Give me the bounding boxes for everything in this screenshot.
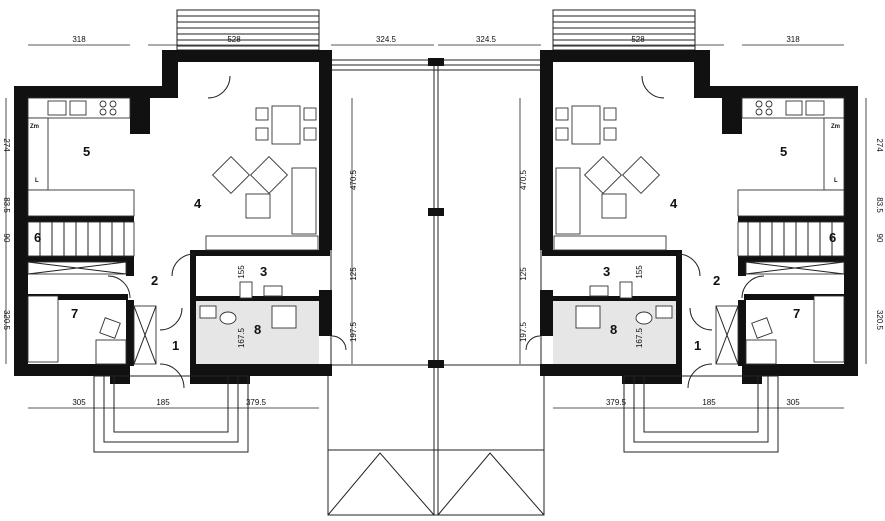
bedroom-furniture	[27, 295, 127, 365]
dim-bottom-6: 305	[786, 398, 800, 407]
carport	[327, 58, 545, 516]
dim-side-3: 90	[875, 234, 884, 243]
stairs	[737, 221, 845, 257]
room-label-5: 5	[780, 144, 787, 159]
dim-interior-5: 167.5	[635, 327, 644, 348]
appliance-label: L	[35, 178, 39, 184]
dim-bottom-3: 379.5	[246, 398, 267, 407]
kitchen	[737, 97, 845, 217]
dim-interior-2: 125	[519, 267, 528, 281]
door-swings	[107, 75, 347, 389]
dim-interior-3: 197.5	[519, 321, 528, 342]
dim-bottom-4: 379.5	[606, 398, 627, 407]
room-label-3: 3	[603, 264, 610, 279]
dining-set	[255, 105, 317, 145]
appliance-label: L	[834, 178, 838, 184]
dim-top-5: 528	[631, 35, 645, 44]
room-label-3: 3	[260, 264, 267, 279]
dim-side-1: 274	[2, 138, 11, 152]
room-label-1: 1	[172, 338, 179, 353]
dim-side-2: 83.5	[2, 197, 11, 213]
room-label-8: 8	[610, 322, 617, 337]
room-label-2: 2	[151, 273, 158, 288]
dim-top-2: 528	[227, 35, 241, 44]
room-label-4: 4	[194, 196, 202, 211]
dim-side-3: 90	[2, 234, 11, 243]
dim-top-4: 324.5	[476, 35, 497, 44]
dim-interior-5: 167.5	[237, 327, 246, 348]
interior-dimensions: 470.5 125 197.5 470.5 125 197.5 155 167.…	[237, 169, 644, 348]
entry-porch	[93, 375, 249, 453]
room-label-6: 6	[34, 230, 41, 245]
dining-set	[555, 105, 617, 145]
bottom-dimensions: 305 185 379.5 379.5 185 305	[72, 398, 800, 407]
dim-interior-4: 155	[237, 265, 246, 279]
room-label-5: 5	[83, 144, 90, 159]
room-labels-right: 5 4 6 2 3 7 8 1	[603, 144, 836, 353]
dim-side-1: 274	[875, 138, 884, 152]
unit-right	[438, 9, 858, 453]
dim-bottom-2: 185	[156, 398, 170, 407]
walls	[14, 50, 332, 384]
terrace-top	[552, 9, 696, 51]
fridge-label: Zm	[30, 124, 39, 130]
dim-top-1: 318	[72, 35, 86, 44]
dim-top-6: 318	[786, 35, 800, 44]
terrace-top	[176, 9, 320, 51]
room-label-7: 7	[793, 306, 800, 321]
dim-bottom-1: 305	[72, 398, 86, 407]
door-swings	[525, 75, 765, 389]
bath-fixtures	[575, 281, 673, 329]
dim-bottom-5: 185	[702, 398, 716, 407]
dim-side-2: 83.5	[875, 197, 884, 213]
dim-side-4: 320.5	[875, 310, 884, 331]
dims-left	[28, 44, 434, 409]
bath-fixtures	[199, 281, 297, 329]
dim-top-3: 324.5	[376, 35, 397, 44]
bathroom-floor	[196, 301, 319, 364]
walls	[540, 50, 858, 384]
fridge-label: Zm	[831, 124, 840, 130]
stairs	[27, 221, 135, 257]
room-label-7: 7	[71, 306, 78, 321]
entry-porch	[623, 375, 779, 453]
unit-left: Zm L	[14, 9, 434, 453]
top-dimensions: 318 528 324.5 324.5 528 318	[72, 35, 800, 44]
room-label-1: 1	[694, 338, 701, 353]
side-dimensions-right: 274 83.5 90 320.5	[875, 138, 884, 330]
bedroom-furniture	[745, 295, 845, 365]
kitchen: Zm L	[27, 97, 135, 217]
dims-right	[438, 44, 844, 409]
room-label-6: 6	[829, 230, 836, 245]
lounge-set	[205, 155, 319, 251]
dim-interior-4: 155	[635, 265, 644, 279]
room-labels-left: 5 4 6 2 3 7 8 1	[34, 144, 267, 353]
bathroom-floor	[553, 301, 676, 364]
dim-interior-2: 125	[349, 267, 358, 281]
room-label-8: 8	[254, 322, 261, 337]
dim-interior-1: 470.5	[349, 169, 358, 190]
dim-side-4: 320.5	[2, 310, 11, 331]
side-dimensions-left: 274 83.5 90 320.5	[2, 138, 11, 330]
room-label-2: 2	[713, 273, 720, 288]
dim-interior-3: 197.5	[349, 321, 358, 342]
room-label-4: 4	[670, 196, 678, 211]
dim-interior-1: 470.5	[519, 169, 528, 190]
lounge-set	[553, 155, 667, 251]
